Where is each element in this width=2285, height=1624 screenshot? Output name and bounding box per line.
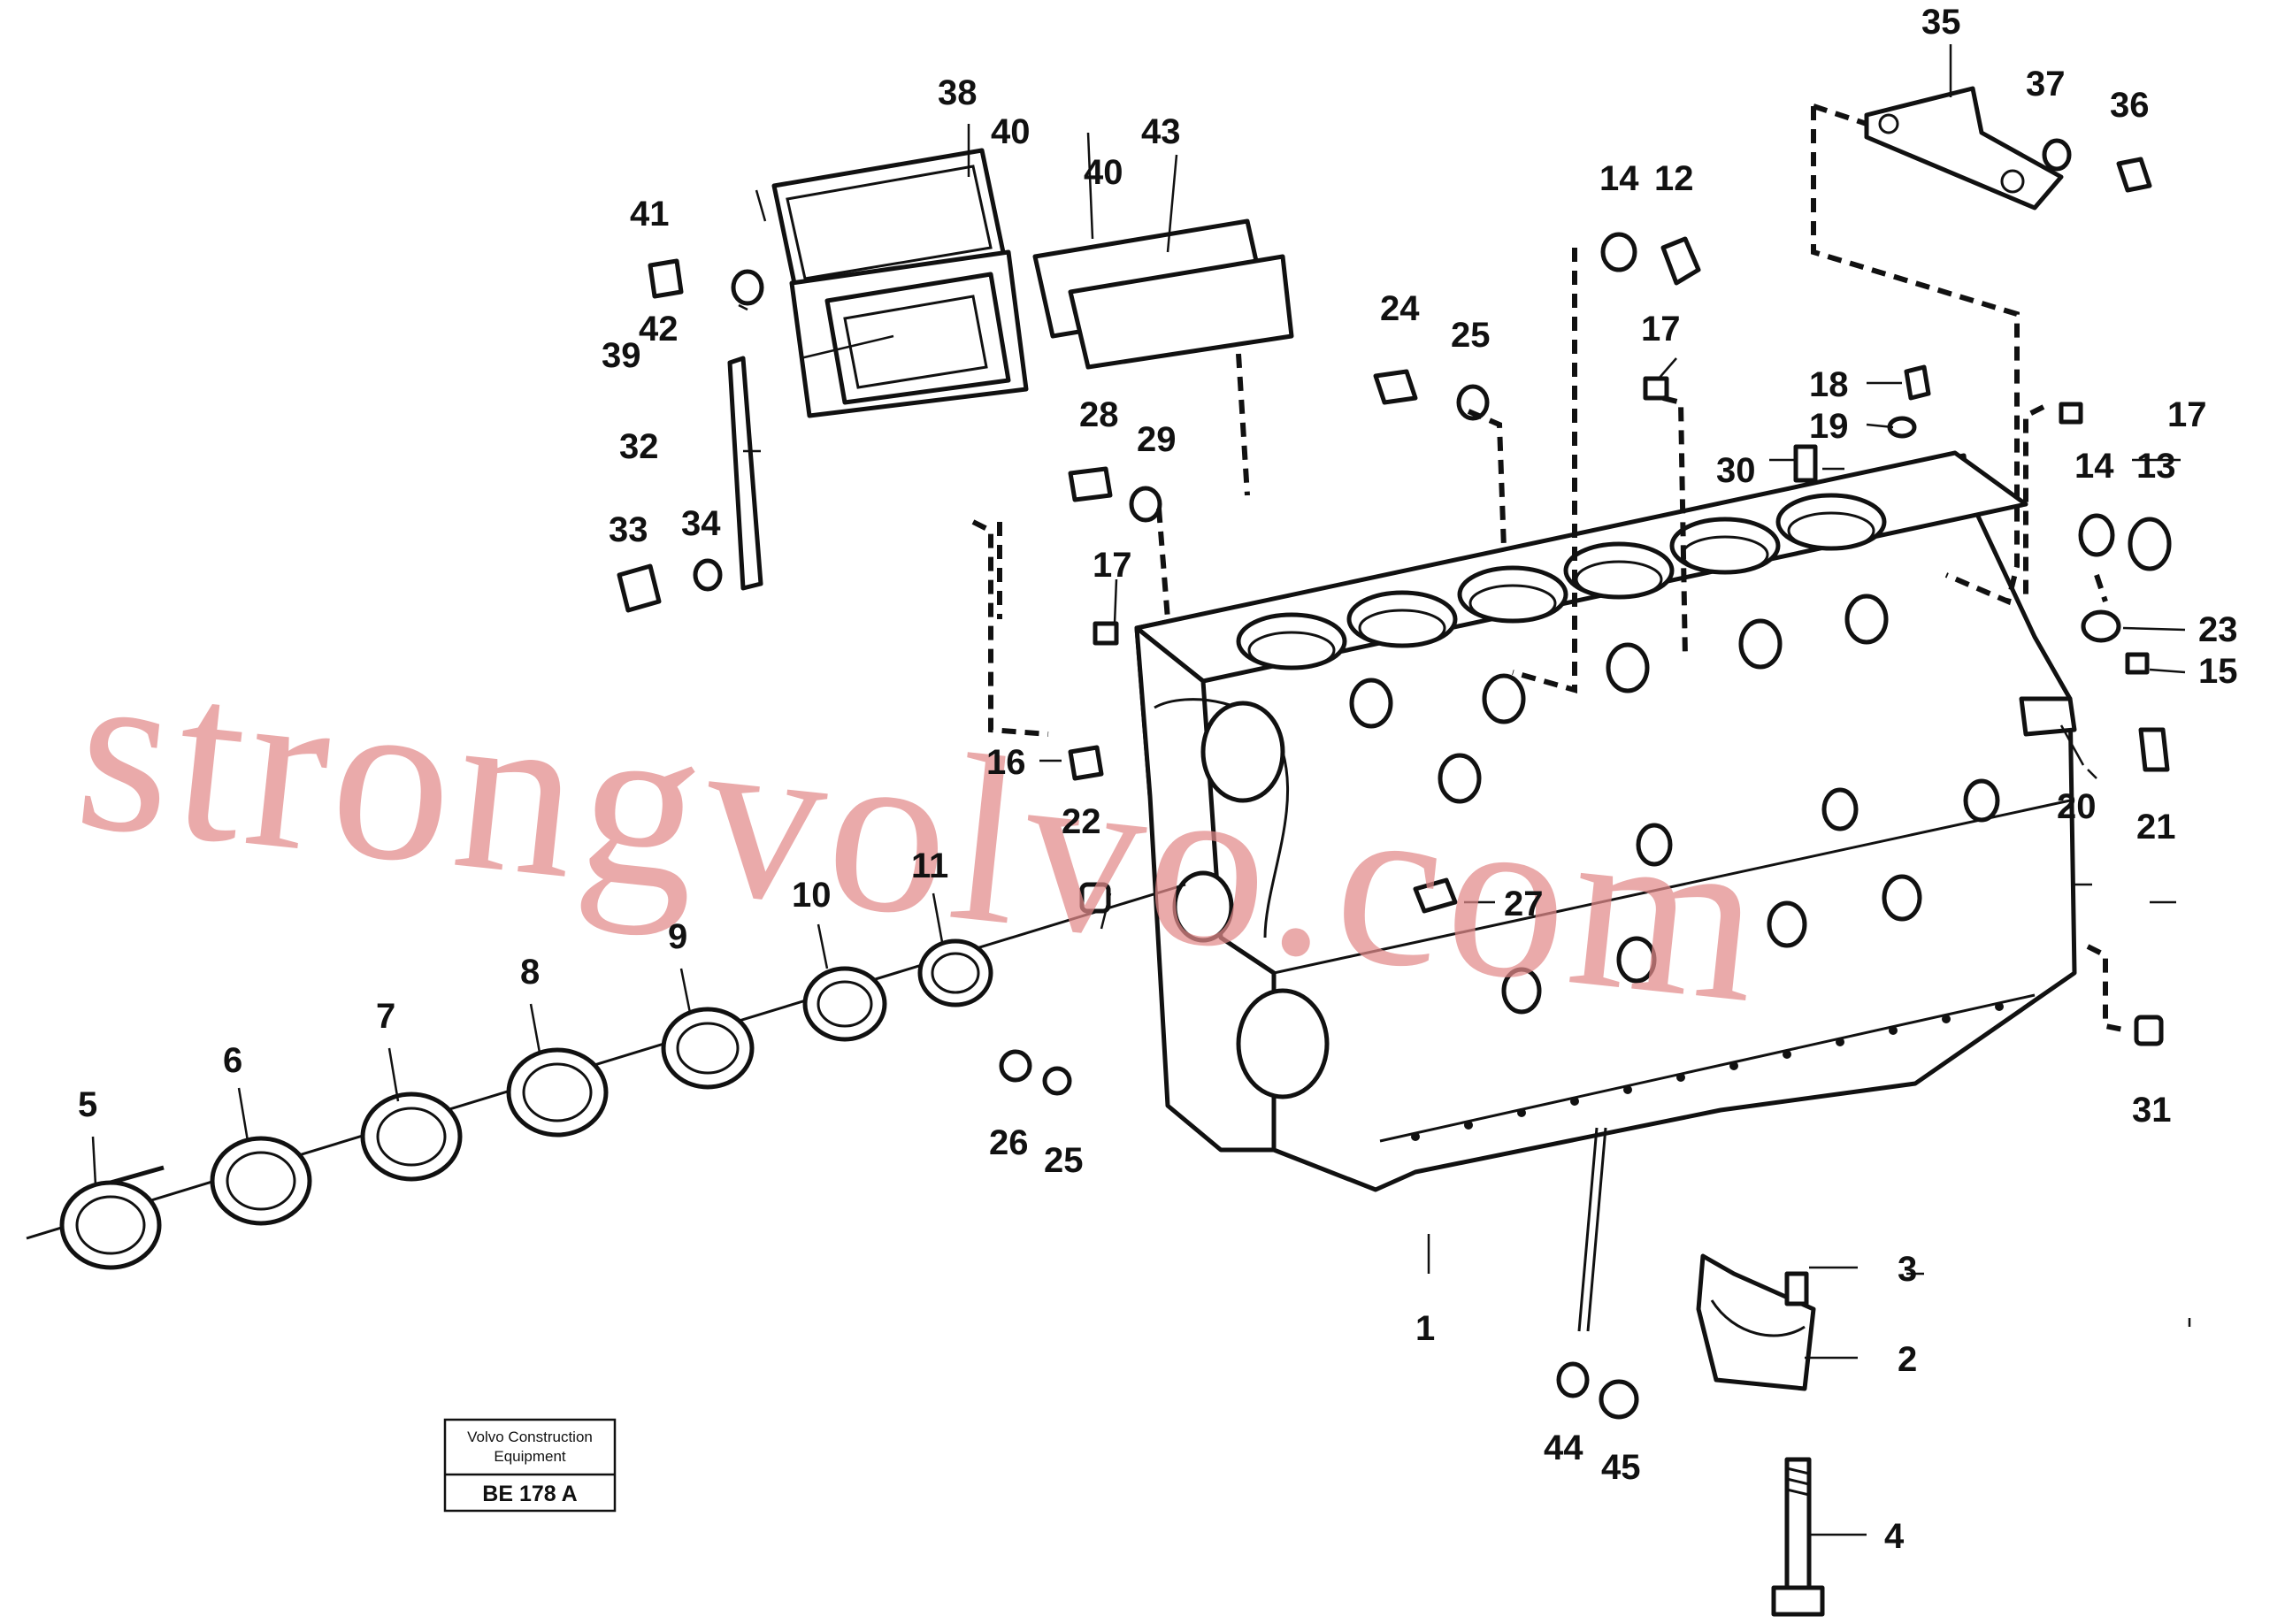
callout-44: 44 [1544, 1429, 1583, 1467]
callout-11: 11 [911, 846, 948, 885]
callout-23: 23 [2198, 610, 2238, 649]
callout-16: 16 [986, 743, 1026, 782]
callout-17a: 17 [1641, 310, 1681, 349]
callout-29: 29 [1137, 420, 1177, 459]
fasteners [617, 138, 2172, 1420]
callout-2: 2 [1898, 1340, 1917, 1379]
callout-26: 26 [989, 1123, 1029, 1162]
callout-17b: 17 [2167, 395, 2207, 434]
callout-18: 18 [1809, 365, 1849, 404]
callout-21: 21 [2136, 808, 2176, 846]
callout-7: 7 [376, 997, 395, 1036]
callout-35: 35 [1921, 3, 1961, 42]
callout-40a: 40 [991, 112, 1031, 151]
callout-14b: 14 [2074, 447, 2114, 486]
leader-lines [91, 44, 2191, 1536]
drawing-stamp: Volvo Construction Equipment BE 178 A [443, 1418, 617, 1513]
callout-30: 30 [1716, 451, 1756, 490]
callout-17c: 17 [1093, 546, 1132, 585]
callout-19: 19 [1809, 407, 1849, 446]
assembly-dashed-lines [971, 248, 2128, 1033]
callout-15: 15 [2198, 652, 2238, 691]
inspection-covers [771, 148, 1294, 418]
callout-3: 3 [1898, 1250, 1917, 1289]
camshaft-bushings [26, 883, 1186, 1270]
stamp-line2: Equipment [494, 1448, 566, 1465]
callout-28: 28 [1079, 395, 1119, 434]
bushing-10 [802, 966, 887, 1042]
callout-38: 38 [938, 73, 978, 112]
callout-43: 43 [1141, 112, 1181, 151]
callout-33: 33 [609, 510, 648, 549]
bushing-6 [210, 1136, 312, 1226]
callout-27: 27 [1504, 885, 1544, 923]
cylinder-block [1134, 450, 2077, 1192]
bushing-5 [59, 1165, 165, 1270]
main-bearing-bolt [1771, 1457, 1825, 1617]
callout-13: 13 [2136, 447, 2176, 486]
callout-20: 20 [2057, 787, 2097, 826]
callout-5: 5 [78, 1085, 97, 1124]
callout-25b: 25 [1044, 1141, 1084, 1180]
bushing-8 [506, 1047, 609, 1138]
callout-22: 22 [1062, 802, 1101, 841]
callout-9: 9 [668, 917, 687, 956]
callout-39: 39 [602, 336, 641, 375]
callout-24: 24 [1380, 289, 1420, 328]
callout-6: 6 [223, 1041, 242, 1080]
stamp-line1: Volvo Construction [467, 1429, 593, 1445]
callout-10: 10 [792, 876, 832, 915]
callout-41: 41 [630, 195, 670, 234]
callout-1: 1 [1415, 1309, 1435, 1348]
callout-12: 12 [1654, 159, 1694, 198]
callout-40b: 40 [1084, 153, 1123, 192]
callout-45: 45 [1601, 1448, 1641, 1487]
callout-32: 32 [619, 427, 659, 466]
callout-labels: 1 2 3 4 5 6 7 8 9 10 11 12 13 14 14 15 1… [78, 3, 2238, 1556]
callout-31: 31 [2132, 1091, 2172, 1130]
bushing-7 [360, 1092, 463, 1182]
bushing-11 [917, 938, 993, 1007]
callout-34: 34 [681, 504, 721, 543]
main-bearing-cap [1696, 1253, 1816, 1391]
bushing-9 [661, 1007, 755, 1090]
callout-8: 8 [520, 953, 540, 992]
callout-37: 37 [2026, 65, 2066, 103]
bracket-35 [1811, 86, 2064, 606]
callout-36: 36 [2110, 86, 2150, 125]
callout-42: 42 [639, 310, 679, 349]
callout-4: 4 [1884, 1517, 1905, 1556]
callout-25a: 25 [1451, 316, 1491, 355]
callout-14a: 14 [1599, 159, 1639, 198]
stamp-code: BE 178 A [482, 1482, 577, 1506]
bottom-bolt-row [1411, 1002, 2004, 1141]
